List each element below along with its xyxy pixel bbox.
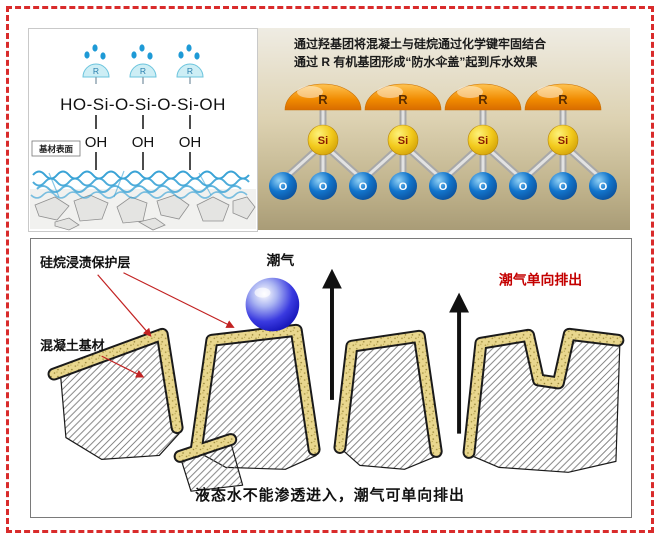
o-atom-label: O (399, 181, 408, 193)
coating-label: 硅烷浸渍保护层 (40, 255, 130, 270)
r-dome-label: R (478, 92, 488, 107)
bond-lines (95, 152, 191, 170)
o-atom-label: O (479, 181, 488, 193)
silane-formula: HO-Si-O-Si-O-Si-OH (60, 95, 226, 114)
caption-line-1: 通过羟基团将混凝土与硅烷通过化学键牢固结合 (294, 36, 547, 51)
concrete-texture (30, 189, 256, 231)
si-atom-label: Si (478, 135, 488, 147)
moisture-sphere-icon (245, 277, 300, 332)
molecular-panel: 通过羟基团将混凝土与硅烷通过化学键牢固结合 通过 R 有机基团形成“防水伞盖”起… (258, 28, 630, 230)
coating-band (47, 323, 625, 463)
oh-group-label: OH (85, 134, 108, 151)
one-way-exhaust-label: 潮气单向排出 (499, 272, 582, 288)
substrate-surface-label: 基材表面 (38, 144, 74, 154)
formula-panel: R R R HO-Si-O-Si-O-Si-OH OH OH OH 基材表面 (28, 28, 258, 232)
molecular-panel-svg: 通过羟基团将混凝土与硅烷通过化学键牢固结合 通过 R 有机基团形成“防水伞盖”起… (258, 28, 630, 230)
moisture-label: 潮气 (266, 252, 294, 268)
o-atom-label: O (279, 181, 288, 193)
wet-surface-scribble (30, 170, 250, 199)
substrate-leader-line (101, 355, 145, 378)
o-atom-icon: O O O O O O O O O (269, 172, 617, 200)
r-dome-label: R (318, 92, 328, 107)
r-group-label: R (93, 66, 99, 76)
si-atom-label: Si (398, 135, 408, 147)
o-atom-label: O (439, 181, 448, 193)
si-atom-label: Si (558, 135, 568, 147)
oh-group-label: OH (132, 134, 155, 151)
r-dome-label: R (558, 92, 568, 107)
si-atom-icon: Si Si Si Si (307, 124, 579, 156)
umbrella-cap-icon: R R R (82, 63, 204, 84)
substrate-surface-tag-box (31, 140, 81, 157)
caption-line-2: 通过 R 有机基团形成“防水伞盖”起到斥水效果 (294, 54, 537, 69)
o-atom-label: O (519, 181, 528, 193)
moisture-diagram-svg: 硅烷浸渍保护层 混凝土基材 潮气 潮气单向排出 液态水不能渗透进入，潮气可单向排… (40, 252, 625, 504)
bond-lines (95, 115, 191, 129)
coating-leader-line (123, 272, 235, 328)
formula-panel-svg: R R R HO-Si-O-Si-O-Si-OH OH OH OH 基材表面 (30, 44, 256, 231)
o-atom-label: O (559, 181, 568, 193)
concrete-block (59, 331, 621, 492)
substrate-label: 混凝土基材 (40, 338, 105, 353)
r-group-label: R (187, 66, 193, 76)
rain-drops-icon (84, 44, 200, 60)
si-atom-label: Si (318, 135, 328, 147)
moisture-diagram-panel: 硅烷浸渍保护层 混凝土基材 潮气 潮气单向排出 液态水不能渗透进入，潮气可单向排… (30, 238, 632, 518)
coating-leader-line (97, 274, 152, 337)
r-dome-icon: R R R R (284, 83, 602, 111)
o-atom-label: O (319, 181, 328, 193)
r-group-label: R (140, 66, 146, 76)
oh-group-label: OH (179, 134, 202, 151)
o-atom-label: O (599, 181, 608, 193)
r-dome-label: R (398, 92, 408, 107)
o-atom-label: O (359, 181, 368, 193)
bottom-caption: 液态水不能渗透进入，潮气可单向排出 (195, 486, 465, 504)
